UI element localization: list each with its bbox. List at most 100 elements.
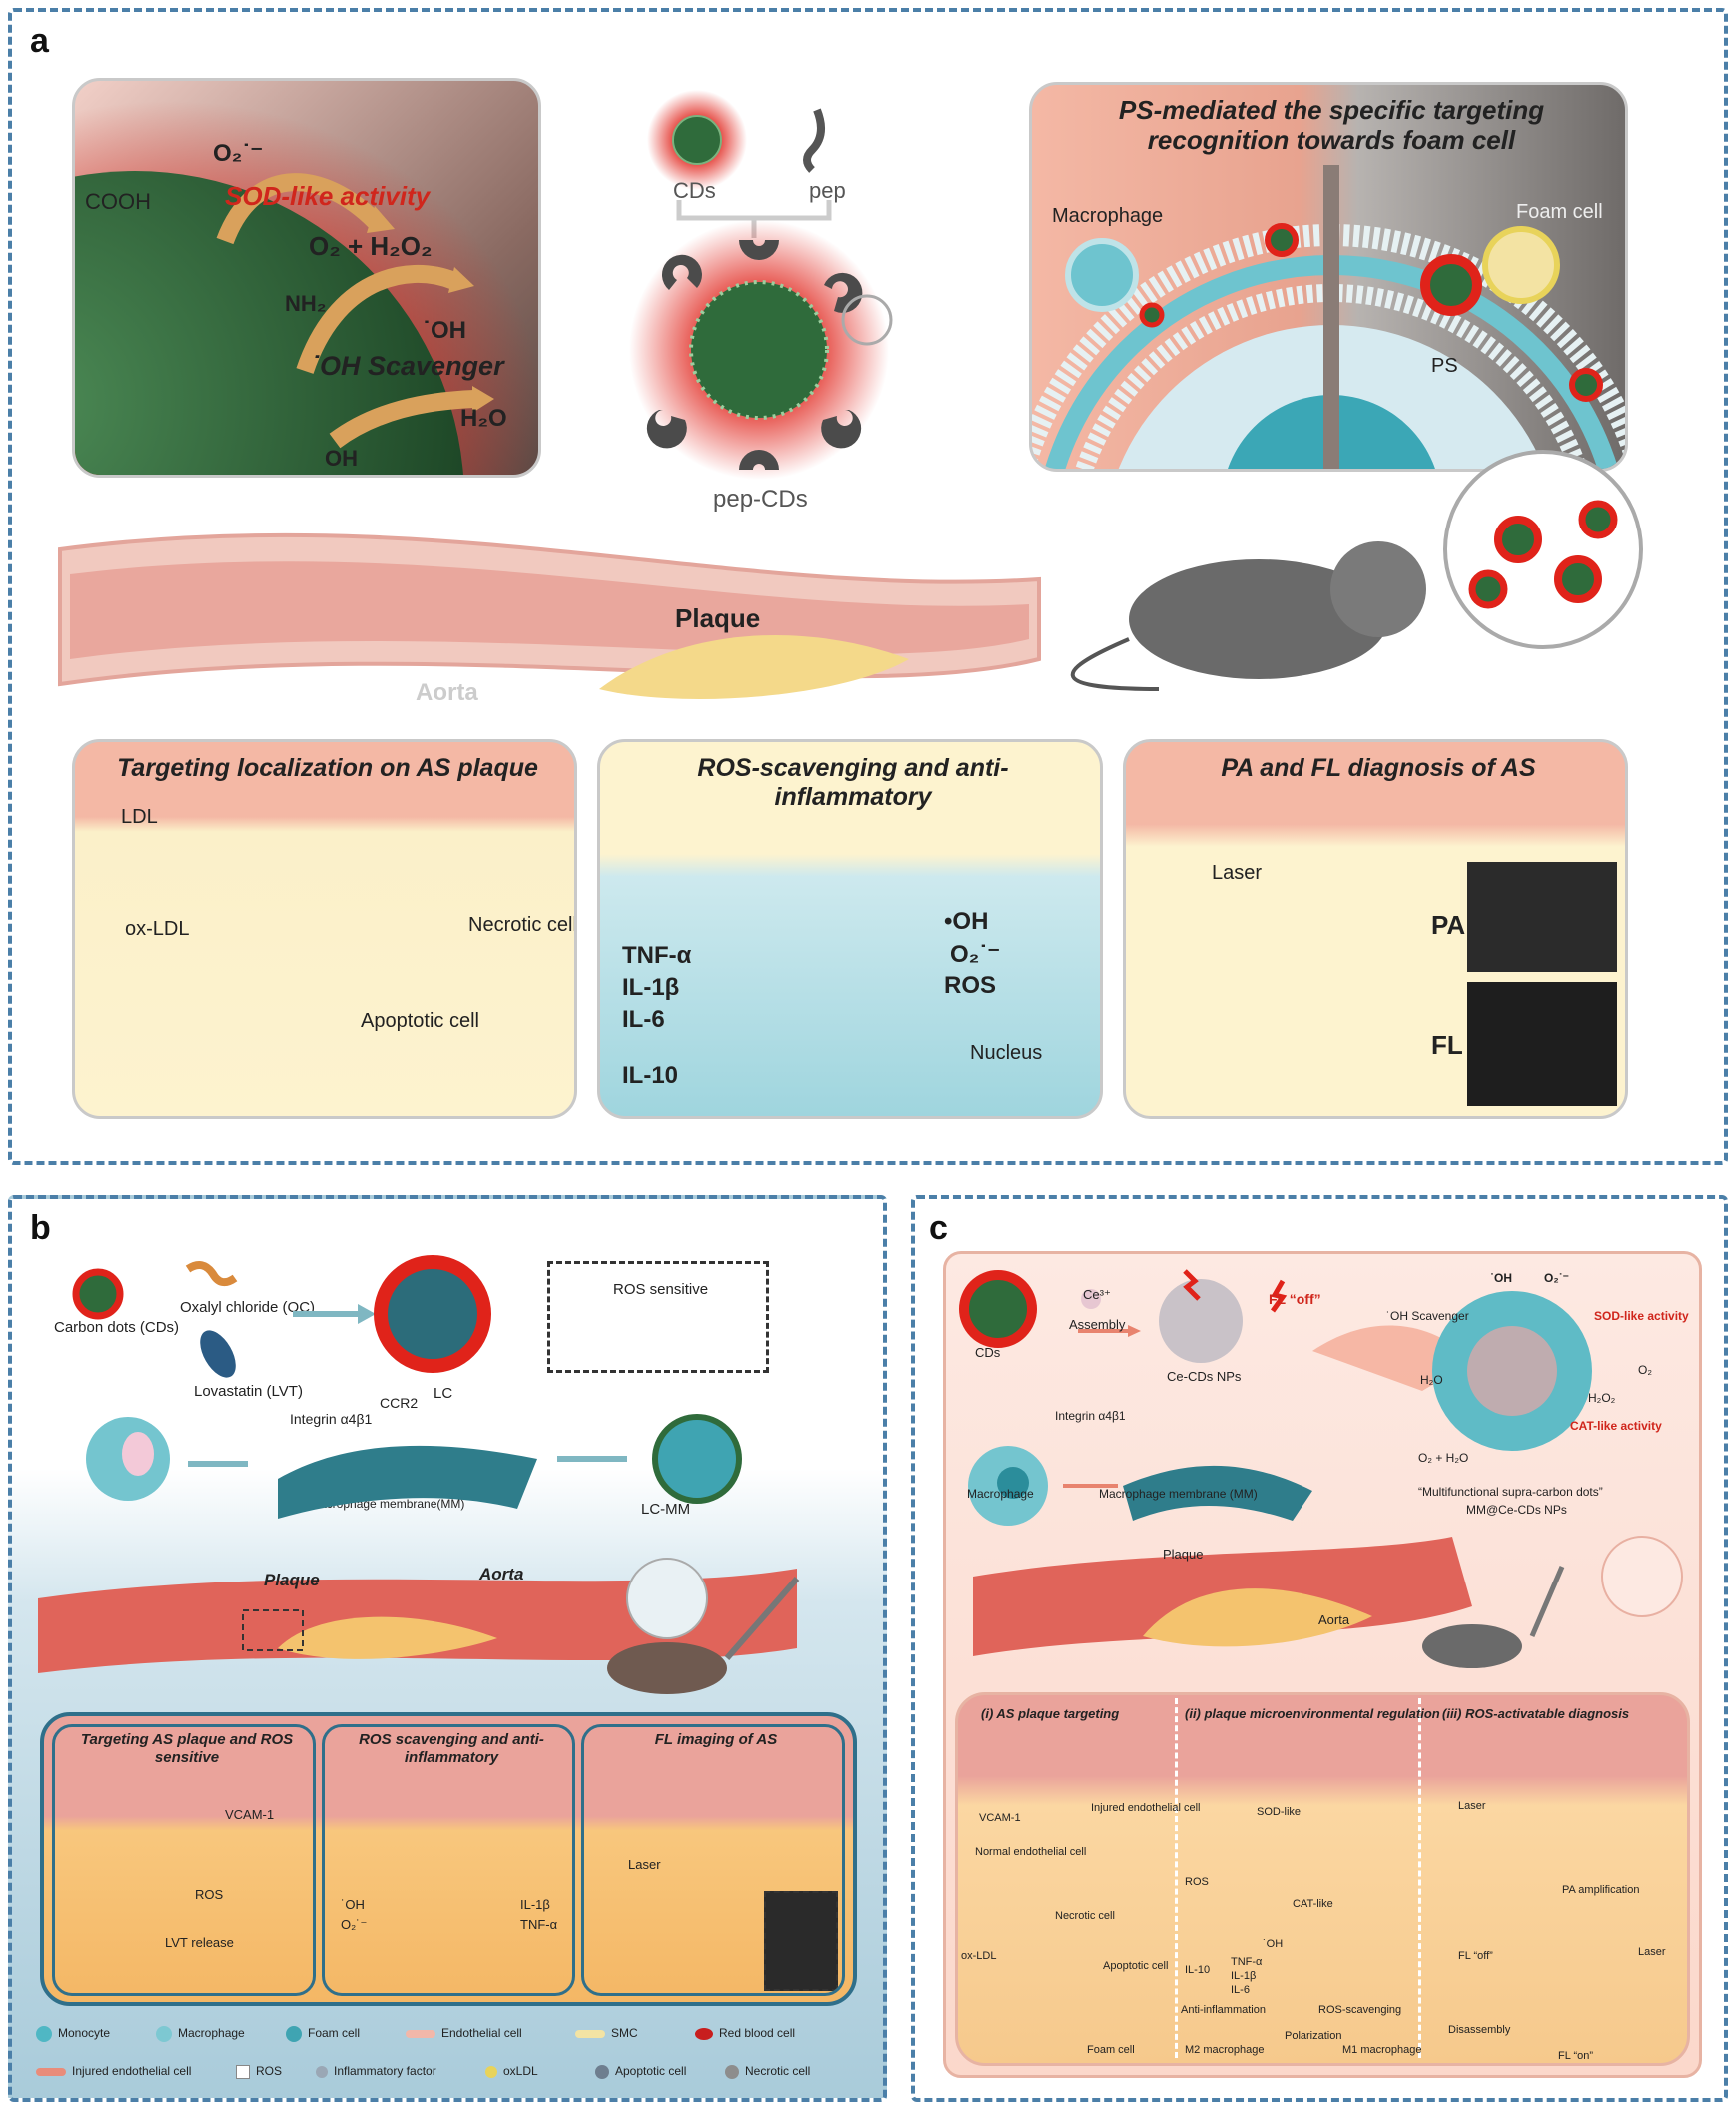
legend-label: oxLDL [503,2064,538,2078]
c-macrophage: Macrophage [967,1487,1034,1501]
c-lower-box [955,1692,1690,2066]
b-legend: Monocyte Macrophage Foam cell Endothelia… [36,2026,875,2096]
a-il6: IL-6 [622,1006,665,1033]
b-box2: ROS scavenging and anti-inflammatory ˙OH… [322,1724,575,1996]
b-ros-sensitive: ROS sensitive [613,1281,709,1298]
a-ros-box: ROS-scavenging and anti-inflammatory TNF… [597,739,1103,1119]
legend-injured-endothelial: Injured endothelial cell [36,2064,236,2079]
c-ce-cds: Ce-CDs NPs [1167,1369,1242,1384]
b-vcam: VCAM-1 [225,1807,275,1822]
c-ros: ROS [1185,1876,1209,1888]
legend-endothelial: Endothelial cell [406,2026,575,2042]
legend-apoptotic: Apoptotic cell [595,2064,725,2079]
c-anti: Anti-inflammation [1181,2004,1266,2016]
c-oh-top: ˙OH [1490,1271,1512,1285]
a-targeting-box: Targeting localization on AS plaque LDL … [72,739,577,1119]
c-ros-scav: ROS-scavenging [1318,2004,1402,2016]
b-box3: FL imaging of AS Laser [581,1724,845,1996]
c-multi: “Multifunctional supra-carbon dots” [1418,1485,1603,1499]
b-ros: ROS [195,1887,224,1902]
c-sec2: (ii) plaque microenvironmental regulatio… [1185,1706,1440,1721]
c-vessel-graphic [973,1536,1683,1668]
a-h2o: H₂O [460,405,507,432]
legend-smc: SMC [575,2026,695,2042]
c-h2o2: H₂O₂ [1588,1391,1616,1405]
legend-swatch [316,2065,328,2078]
c-injured: Injured endothelial cell [1091,1802,1201,1814]
a-pep-cds-label: pep-CDs [713,486,808,513]
a-cooh: COOH [85,189,151,214]
b-box1: Targeting AS plaque and ROS sensitive VC… [52,1724,316,1996]
a-cds-label: CDs [673,178,716,203]
a-macrophage-label: Macrophage [1052,205,1164,227]
c-cds: CDs [975,1345,1001,1360]
a-box2-title: ROS-scavenging and anti-inflammatory [697,754,1009,811]
panel-a-label: a [30,22,49,60]
b-vessel-graphic [38,1558,800,1694]
c-cat: CAT-like activity [1570,1419,1662,1433]
legend-ros: ROS [236,2064,316,2079]
c-oxldl: ox-LDL [961,1950,997,1962]
b-oc: Oxalyl chloride (OC) [180,1299,316,1316]
a-pep-label: pep [809,178,846,203]
c-m1: M1 macrophage [1342,2044,1422,2056]
c-sec3: (iii) ROS-activatable diagnosis [1442,1706,1630,1721]
legend-monocyte: Monocyte [36,2026,156,2042]
a-o2: O₂˙⁻ [950,941,1000,968]
b-ros-sensitive-box [547,1261,769,1373]
a-vessel-graphic [58,450,1643,699]
b-oh: ˙OH [341,1897,365,1912]
legend-swatch [286,2026,302,2042]
legend-label: Monocyte [58,2026,111,2041]
legend-oxldl: oxLDL [485,2064,595,2079]
c-fl-off: FL “off” [1269,1291,1321,1307]
legend-inflammatory: Inflammatory factor [316,2064,485,2079]
legend-label: Inflammatory factor [334,2064,436,2078]
c-m2: M2 macrophage [1185,2044,1265,2056]
a-membrane-graphic [1032,165,1625,469]
b-fl-images [764,1891,838,1991]
legend-foam-cell: Foam cell [286,2026,406,2042]
a-ldl: LDL [121,806,158,828]
a-pa-image [1467,862,1617,972]
c-plaque: Plaque [1163,1547,1204,1562]
legend-swatch [236,2064,250,2079]
legend-swatch [595,2064,609,2079]
a-diagnosis-box: PA and FL diagnosis of AS Laser PA FL [1123,739,1628,1119]
c-o2-top: O₂˙⁻ [1544,1271,1569,1285]
c-divider-1 [1175,1698,1178,2058]
legend-label: Macrophage [178,2026,245,2041]
c-normal: Normal endothelial cell [975,1846,1087,1858]
c-sod-like: SOD-like [1257,1806,1302,1818]
legend-swatch [575,2029,605,2038]
legend-swatch [406,2029,435,2038]
a-laser: Laser [1212,862,1263,884]
c-o2: O₂ [1638,1363,1652,1377]
b-laser: Laser [628,1857,661,1872]
c-fl-on: FL “on” [1558,2050,1594,2062]
b-il1b: IL-1β [520,1897,550,1912]
a-o2-h2o2: O₂ + H₂O₂ [309,231,433,261]
c-il1b: IL-1β [1231,1970,1257,1982]
legend-swatch [36,2067,66,2076]
c-oh: ˙OH [1263,1938,1284,1950]
c-apoptotic: Apoptotic cell [1103,1960,1169,1972]
c-vcam: VCAM-1 [979,1812,1021,1824]
legend-necrotic: Necrotic cell [725,2064,855,2079]
c-il6: IL-6 [1231,1984,1250,1996]
b-lvt: Lovastatin (LVT) [194,1383,303,1400]
c-cat-like: CAT-like [1293,1898,1333,1910]
b-box1-title: Targeting AS plaque and ROS sensitive [80,1731,294,1766]
b-lc: LC [434,1385,453,1402]
a-plaque-label: Plaque [675,603,761,633]
b-upper-graphic [72,1255,742,1519]
a-box1-title: Targeting localization on AS plaque [117,754,538,782]
c-h2o: H₂O [1420,1373,1443,1387]
legend-swatch [725,2064,739,2079]
c-oh-scavenger: ˙OH Scavenger [1386,1309,1469,1323]
a-aorta-label: Aorta [416,679,478,706]
legend-label: Foam cell [308,2026,361,2041]
c-ce: Ce³⁺ [1083,1287,1111,1302]
a-nh2: NH₂ [285,291,327,316]
c-laser-1: Laser [1458,1800,1486,1812]
